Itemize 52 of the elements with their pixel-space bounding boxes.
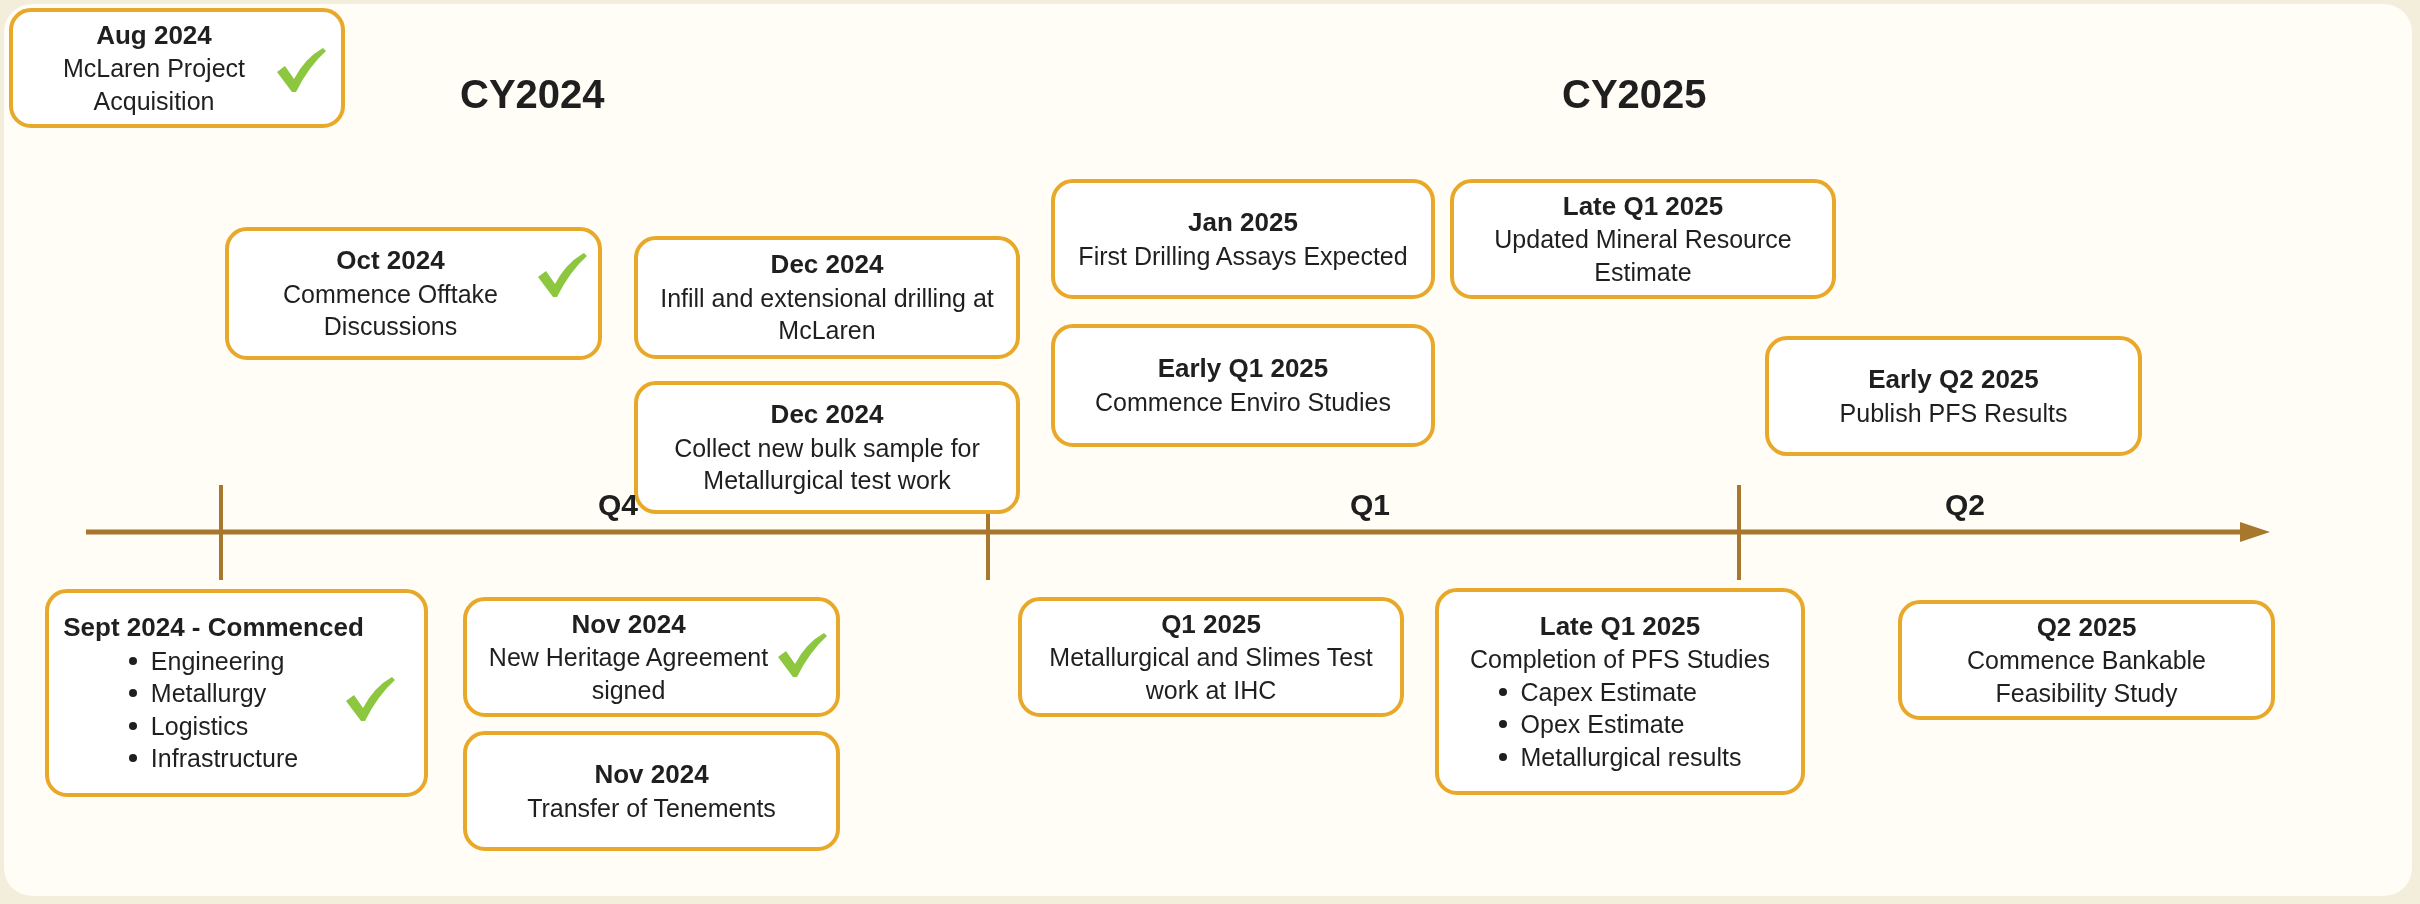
milestone-date: Early Q2 2025 [1868, 362, 2039, 396]
milestone-box [1018, 597, 1404, 717]
milestone-box [1765, 336, 2142, 456]
milestone-box [45, 589, 428, 797]
milestone-box [463, 597, 840, 717]
milestone-date: Jan 2025 [1188, 205, 1298, 239]
milestone-description: First Drilling Assays Expected [1078, 240, 1408, 272]
bullet-item: Infrastructure [128, 742, 299, 775]
bullet-item: Opex Estimate [1498, 708, 1742, 741]
milestone-date: Dec 2024 [770, 248, 884, 282]
milestone-date: Oct 2024 [336, 244, 445, 278]
milestone-description: McLaren Project Acquisition [62, 53, 246, 117]
milestone-date: Late Q1 2025 [1539, 609, 1701, 643]
milestone-description: Completion of PFS Studies [1469, 644, 1771, 676]
milestone-date: Early Q1 2025 [1157, 352, 1329, 386]
quarter-label: Q2 [1945, 488, 1986, 522]
milestone-description: Commence Bankable Feasibility Study [1966, 645, 2207, 709]
milestone-description: Infill and extensional drilling at McLaren [659, 282, 995, 347]
milestone-box [463, 731, 840, 851]
milestone-description: Commence Enviro Studies [1095, 387, 1391, 419]
year-heading: CY2025 [1562, 72, 1707, 117]
milestone-date: Late Q1 2025 [1562, 189, 1724, 223]
milestone-box [634, 236, 1020, 359]
quarter-label: Q1 [1350, 488, 1391, 522]
quarter-label: Q4 [598, 488, 639, 522]
bullet-item: Metallurgy [128, 677, 299, 710]
bullet-item: Metallurgical results [1498, 740, 1742, 774]
milestone-box [1051, 179, 1435, 299]
milestone-date: Aug 2024 [96, 18, 212, 52]
milestone-box [1898, 600, 2275, 720]
milestone-date: Dec 2024 [770, 398, 884, 432]
bullet-item: Capex Estimate [1498, 675, 1742, 709]
milestone-description: Publish PFS Results [1839, 397, 2068, 429]
milestone-description: New Heritage Agreement signed [487, 642, 770, 706]
milestone-date: Nov 2024 [594, 757, 709, 791]
milestone-box [1051, 324, 1435, 447]
milestone-date: Q2 2025 [2036, 610, 2137, 644]
milestone-box [9, 8, 345, 128]
milestone-date: Nov 2024 [571, 607, 686, 641]
bullet-item: Engineering [128, 644, 299, 678]
milestone-description: Updated Mineral Resource Estimate [1493, 224, 1793, 288]
milestone-description: Transfer of Tenements [527, 792, 776, 824]
bullet-item: Logistics [128, 709, 299, 743]
milestone-box [225, 227, 602, 360]
milestone-date: Sept 2024 - Commenced [63, 611, 364, 645]
year-heading: CY2024 [460, 72, 605, 117]
milestone-box [1450, 179, 1836, 299]
milestone-box [1435, 588, 1805, 795]
milestone-description: Metallurgical and Slimes Test work at IHC [1048, 642, 1374, 706]
milestone-description: Collect new bulk sample for Metallurgical test work [673, 432, 981, 497]
milestone-date: Q1 2025 [1161, 607, 1261, 641]
milestone-description: Commence Offtake Discussions [282, 278, 499, 343]
